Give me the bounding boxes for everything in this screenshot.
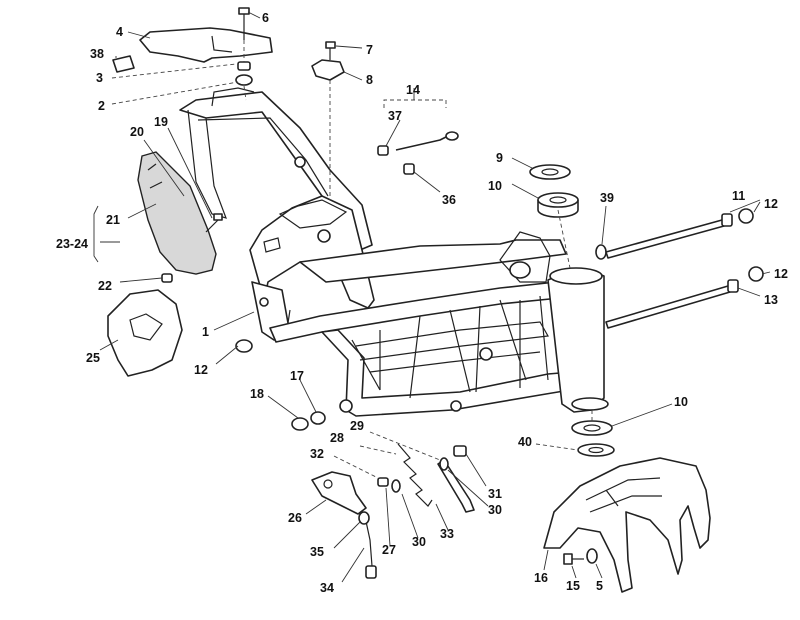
- grommet-3: [237, 61, 251, 71]
- callout-21: 21: [106, 213, 120, 227]
- nut-12-upper: [738, 208, 754, 224]
- callout-31: 31: [488, 487, 502, 501]
- washer-30-b: [439, 457, 449, 471]
- stand-bracket-26: [311, 471, 367, 515]
- bolt-13: [605, 279, 739, 329]
- washer-30-a: [391, 479, 401, 493]
- bolt-22: [161, 273, 173, 283]
- callout-26: 26: [288, 511, 302, 525]
- screw-7: [325, 41, 336, 60]
- side-panel-21: [137, 151, 217, 275]
- shield-25: [107, 289, 183, 377]
- callout-38: 38: [90, 47, 104, 61]
- bushing-17: [310, 411, 326, 425]
- bolt-11: [605, 213, 733, 259]
- bolt-31: [453, 445, 467, 457]
- spring-28: [397, 443, 433, 507]
- callout-14: 14: [406, 83, 420, 97]
- callout-34: 34: [320, 581, 334, 595]
- callout-4: 4: [116, 25, 123, 39]
- callout-30-left: 30: [412, 535, 426, 549]
- bushing-2: [235, 74, 253, 86]
- main-frame: [179, 87, 609, 417]
- callout-8: 8: [366, 73, 373, 87]
- callout-30-right: 30: [488, 503, 502, 517]
- callout-13: 13: [764, 293, 778, 307]
- callout-12-upper: 12: [764, 197, 778, 211]
- callout-39: 39: [600, 191, 614, 205]
- tank-bracket-cover: [139, 27, 273, 63]
- callout-17: 17: [290, 369, 304, 383]
- bearing-10-bottom: [571, 420, 613, 436]
- leader-lines: [93, 11, 771, 583]
- callout-7: 7: [366, 43, 373, 57]
- callout-18: 18: [250, 387, 264, 401]
- callout-35: 35: [310, 545, 324, 559]
- callout-10-bottom: 10: [674, 395, 688, 409]
- spacer-39: [595, 244, 607, 260]
- callout-9: 9: [496, 151, 503, 165]
- callout-labels: 4 6 38 3 2 7 8 14 37 36 9 10 39 11 12 12…: [56, 11, 788, 595]
- callout-1: 1: [202, 325, 209, 339]
- callout-10-top: 10: [488, 179, 502, 193]
- washer-9: [529, 164, 571, 180]
- washer-40: [577, 443, 615, 457]
- callout-3: 3: [96, 71, 103, 85]
- front-fender-16: [543, 457, 711, 593]
- pad-38: [112, 55, 135, 73]
- callout-40: 40: [518, 435, 532, 449]
- callout-25: 25: [86, 351, 100, 365]
- callout-37: 37: [388, 109, 402, 123]
- callout-15: 15: [566, 579, 580, 593]
- washer-5: [586, 548, 598, 564]
- callout-23-24: 23-24: [56, 237, 88, 251]
- callout-2: 2: [98, 99, 105, 113]
- callout-19: 19: [154, 115, 168, 129]
- callout-29: 29: [350, 419, 364, 433]
- pin-27: [377, 477, 389, 487]
- plug-12-left: [235, 339, 253, 353]
- callout-32: 32: [310, 447, 324, 461]
- callout-20: 20: [130, 125, 144, 139]
- callout-22: 22: [98, 279, 112, 293]
- callout-12-lower: 12: [774, 267, 788, 281]
- cable-14: [377, 131, 459, 175]
- bearing-10-top: [537, 192, 579, 218]
- screw-6: [238, 7, 250, 40]
- callout-5: 5: [596, 579, 603, 593]
- bracket-8: [311, 59, 345, 81]
- callout-11: 11: [732, 189, 745, 203]
- callout-28: 28: [330, 431, 344, 445]
- switch-34: [358, 511, 377, 579]
- callout-6: 6: [262, 11, 269, 25]
- callout-12-left: 12: [194, 363, 208, 377]
- plug-18: [291, 417, 309, 431]
- nut-12-lower: [748, 266, 764, 282]
- screw-15: [563, 553, 584, 565]
- callout-27: 27: [382, 543, 396, 557]
- callout-36: 36: [442, 193, 456, 207]
- callout-16: 16: [534, 571, 548, 585]
- callout-33: 33: [440, 527, 454, 541]
- bolt-19: [205, 213, 223, 233]
